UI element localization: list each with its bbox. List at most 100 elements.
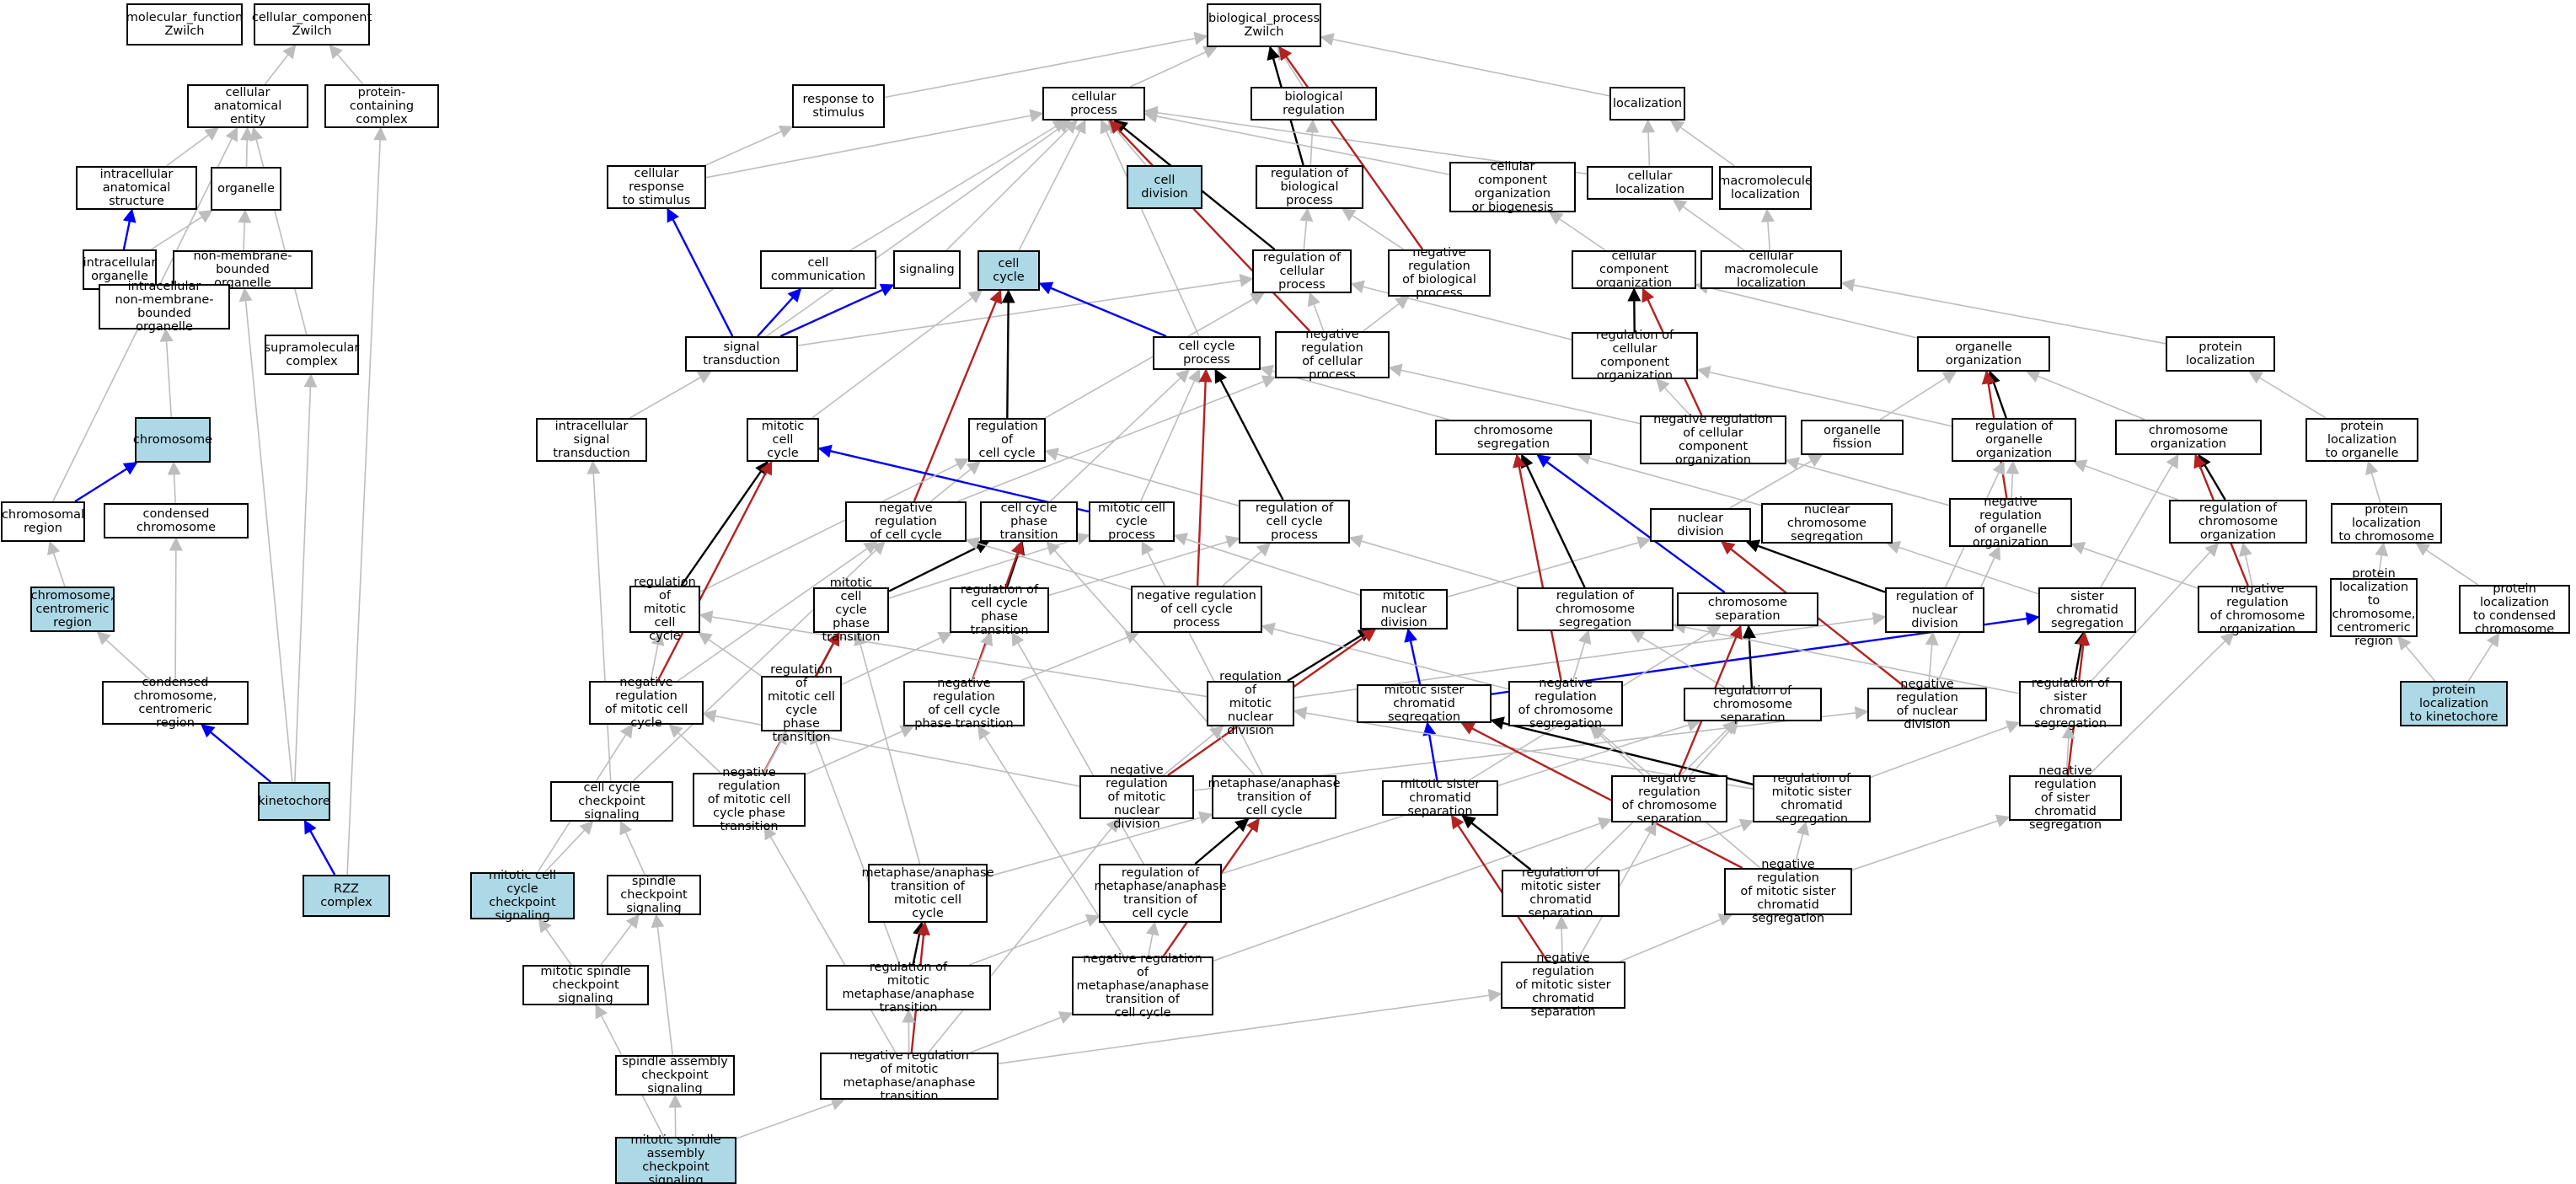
go-term-node-rmss[interactable]: regulation of mitotic sister chromatid s… xyxy=(1502,866,1620,920)
go-term-node-cp[interactable]: cellular process xyxy=(1042,87,1145,121)
go-term-node-io[interactable]: intracellular organelle xyxy=(83,249,157,290)
go-term-node-pltoo[interactable]: protein localization to organelle xyxy=(2306,418,2418,462)
go-term-node-ccom[interactable]: cell communication xyxy=(760,250,876,289)
go-term-node-rzz[interactable]: RZZ complex xyxy=(303,875,390,917)
go-term-node-clo[interactable]: cellular localization xyxy=(1587,166,1713,200)
go-term-node-mnd[interactable]: mitotic nuclear division xyxy=(1360,589,1448,630)
go-term-node-scs[interactable]: sister chromatid segregation xyxy=(2038,587,2136,633)
go-term-node-ccpt[interactable]: cell cycle phase transition xyxy=(980,501,1078,542)
go-term-node-corg[interactable]: chromosome organization xyxy=(2115,420,2262,455)
go-term-node-ccob[interactable]: cellular component organization or bioge… xyxy=(1449,160,1576,214)
go-term-node-rccpt[interactable]: regulation of cell cycle phase transitio… xyxy=(950,583,1049,637)
go-term-node-rts[interactable]: response to stimulus xyxy=(792,84,885,128)
go-term-node-chreg[interactable]: chromosomal region xyxy=(1,501,85,542)
go-term-node-scp[interactable]: spindle checkpoint signaling xyxy=(607,875,701,915)
go-term-node-pcc[interactable]: protein-containing complex xyxy=(324,84,439,128)
go-term-node-oo[interactable]: organelle organization xyxy=(1917,336,2050,372)
go-term-node-ccc[interactable]: condensed chromosome, centromeric region xyxy=(102,676,249,730)
go-term-node-mcc[interactable]: mitotic cell cycle xyxy=(747,418,819,462)
go-term-node-rmscs[interactable]: regulation of mitotic sister chromatid s… xyxy=(1753,772,1871,826)
go-term-node-mcccs[interactable]: mitotic cell cycle checkpoint signaling xyxy=(470,869,575,923)
go-term-node-mccp[interactable]: mitotic cell cycle process xyxy=(1089,501,1175,542)
go-term-node-cseg[interactable]: chromosome segregation xyxy=(1435,420,1592,455)
go-term-node-org[interactable]: organelle xyxy=(211,167,281,211)
go-term-node-cchr[interactable]: condensed chromosome xyxy=(104,503,249,538)
go-term-node-cco[interactable]: cellular component organization xyxy=(1572,249,1696,290)
go-term-node-nrmnd[interactable]: negative regulation of mitotic nuclear d… xyxy=(1079,763,1194,831)
go-term-node-rcsep[interactable]: regulation of chromosome separation xyxy=(1684,684,1822,725)
go-term-node-csep[interactable]: chromosome separation xyxy=(1677,592,1818,626)
go-term-node-cc[interactable]: cellular_component Zwilch xyxy=(252,3,372,46)
go-term-node-rnd[interactable]: regulation of nuclear division xyxy=(1885,587,1984,633)
go-term-node-rcp[interactable]: regulation of cellular process xyxy=(1252,249,1352,293)
go-term-node-rcc[interactable]: regulation of cell cycle xyxy=(968,418,1046,462)
go-term-node-nrscs[interactable]: negative regulation of sister chromatid … xyxy=(2009,764,2122,832)
go-term-node-nrmscs[interactable]: negative regulation of mitotic sister ch… xyxy=(1724,858,1852,925)
go-term-node-nrmmat[interactable]: negative regulation of mitotic metaphase… xyxy=(820,1049,999,1103)
go-term-node-rmac[interactable]: regulation of metaphase/anaphase transit… xyxy=(1095,864,1227,923)
go-term-node-ias[interactable]: intracellular anatomical structure xyxy=(76,166,197,210)
go-term-node-nrccp[interactable]: negative regulation of cell cycle proces… xyxy=(1131,586,1262,633)
go-term-node-nrcorg[interactable]: negative regulation of chromosome organi… xyxy=(2198,582,2317,636)
go-term-node-rmcc[interactable]: regulation of mitotic cell cycle xyxy=(629,576,700,643)
go-term-node-nrcs[interactable]: negative regulation of chromosome segreg… xyxy=(1508,677,1623,731)
go-term-node-pltccr[interactable]: protein localization to chromosome, cent… xyxy=(2330,567,2418,648)
go-term-node-nrcsep[interactable]: negative regulation of chromosome separa… xyxy=(1611,772,1727,826)
go-term-node-crs[interactable]: cellular response to stimulus xyxy=(607,165,706,209)
go-term-node-ptk[interactable]: protein localization to kinetochore xyxy=(2400,681,2508,726)
go-term-node-cdiv[interactable]: cell division xyxy=(1127,165,1202,209)
go-term-node-mscps[interactable]: mitotic spindle checkpoint signaling xyxy=(522,965,649,1005)
go-term-node-bp[interactable]: biological_process Zwilch xyxy=(1207,3,1321,47)
go-term-node-nmbo[interactable]: non-membrane-bounded organelle xyxy=(173,249,313,290)
go-term-node-nrbp[interactable]: negative regulation of biological proces… xyxy=(1388,246,1491,300)
go-term-node-sig[interactable]: signaling xyxy=(893,250,961,289)
go-term-node-loc[interactable]: localization xyxy=(1609,87,1685,121)
go-term-node-mscs[interactable]: mitotic sister chromatid segregation xyxy=(1357,683,1492,724)
go-term-node-nrmccpt[interactable]: negative regulation of mitotic cell cycl… xyxy=(693,766,806,833)
go-term-node-cae[interactable]: cellular anatomical entity xyxy=(187,84,308,128)
go-term-node-nrmcc[interactable]: negative regulation of mitotic cell cycl… xyxy=(589,676,704,730)
go-term-node-mml[interactable]: macromolecule localization xyxy=(1718,166,1813,210)
go-term-node-rcco[interactable]: regulation of cellular component organiz… xyxy=(1572,329,1698,383)
go-term-node-ccy[interactable]: cell cycle xyxy=(977,250,1040,291)
go-term-node-nrnd[interactable]: negative regulation of nuclear division xyxy=(1867,678,1987,731)
go-term-node-cccs[interactable]: cell cycle checkpoint signaling xyxy=(550,781,673,822)
go-term-node-nrccpt[interactable]: negative regulation of cell cycle phase … xyxy=(903,677,1025,731)
go-term-node-pl[interactable]: protein localization xyxy=(2166,336,2275,372)
go-term-node-maccc[interactable]: metaphase/anaphase transition of cell cy… xyxy=(1208,775,1341,819)
go-term-node-nrmss[interactable]: negative regulation of mitotic sister ch… xyxy=(1501,951,1625,1019)
go-term-node-ist[interactable]: intracellular signal transduction xyxy=(536,418,647,462)
go-term-node-ofis[interactable]: organelle fission xyxy=(1801,420,1904,455)
go-term-node-inmbo[interactable]: intracellular non-membrane-bounded organ… xyxy=(99,280,230,334)
go-term-node-mf[interactable]: molecular_function Zwilch xyxy=(126,3,243,46)
go-term-node-msacs[interactable]: mitotic spindle assembly checkpoint sign… xyxy=(615,1133,736,1184)
go-term-node-ndiv[interactable]: nuclear division xyxy=(1650,508,1751,542)
go-term-node-rcorg[interactable]: regulation of chromosome organization xyxy=(2169,500,2307,544)
go-term-node-pltc[interactable]: protein localization to chromosome xyxy=(2331,503,2442,544)
go-term-node-sacs[interactable]: spindle assembly checkpoint signaling xyxy=(615,1055,735,1096)
go-term-node-rmccpt[interactable]: regulation of mitotic cell cycle phase t… xyxy=(761,663,842,744)
go-term-node-smc[interactable]: supramolecular complex xyxy=(265,335,359,375)
go-term-node-ccp[interactable]: cell cycle process xyxy=(1153,336,1261,370)
go-term-node-nrcco[interactable]: negative regulation of cellular componen… xyxy=(1640,413,1786,467)
go-term-node-ccr[interactable]: chromosome, centromeric region xyxy=(30,587,115,632)
go-term-node-rmmat[interactable]: regulation of mitotic metaphase/anaphase… xyxy=(826,961,991,1015)
go-term-node-rccp[interactable]: regulation of cell cycle process xyxy=(1239,500,1350,544)
go-term-node-rcs[interactable]: regulation of chromosome segregation xyxy=(1517,587,1674,631)
go-term-node-ncs[interactable]: nuclear chromosome segregation xyxy=(1761,503,1893,544)
go-term-node-mccpt[interactable]: mitotic cell cycle phase transition xyxy=(813,576,889,644)
go-term-node-rscs[interactable]: regulation of sister chromatid segregati… xyxy=(2019,677,2122,731)
go-term-node-roo[interactable]: regulation of organelle organization xyxy=(1952,418,2076,462)
go-term-node-nroo[interactable]: negative regulation of organelle organiz… xyxy=(1949,496,2072,549)
go-term-node-rbp[interactable]: regulation of biological process xyxy=(1256,165,1363,209)
go-term-node-rmnd[interactable]: regulation of mitotic nuclear division xyxy=(1207,670,1294,737)
go-term-node-cml[interactable]: cellular macromolecule localization xyxy=(1700,249,1842,290)
go-term-node-st[interactable]: signal transduction xyxy=(685,336,798,372)
go-term-node-mss[interactable]: mitotic sister chromatid separation xyxy=(1382,778,1498,818)
go-term-node-mamc[interactable]: metaphase/anaphase transition of mitotic… xyxy=(862,864,994,923)
go-term-node-nrcp[interactable]: negative regulation of cellular process xyxy=(1275,328,1390,382)
go-term-node-chr[interactable]: chromosome xyxy=(133,417,212,463)
go-term-node-nrmac[interactable]: negative regulation of metaphase/anaphas… xyxy=(1072,952,1213,1020)
go-term-node-pltcc[interactable]: protein localization to condensed chromo… xyxy=(2459,582,2570,636)
go-term-node-br[interactable]: biological regulation xyxy=(1251,87,1377,121)
